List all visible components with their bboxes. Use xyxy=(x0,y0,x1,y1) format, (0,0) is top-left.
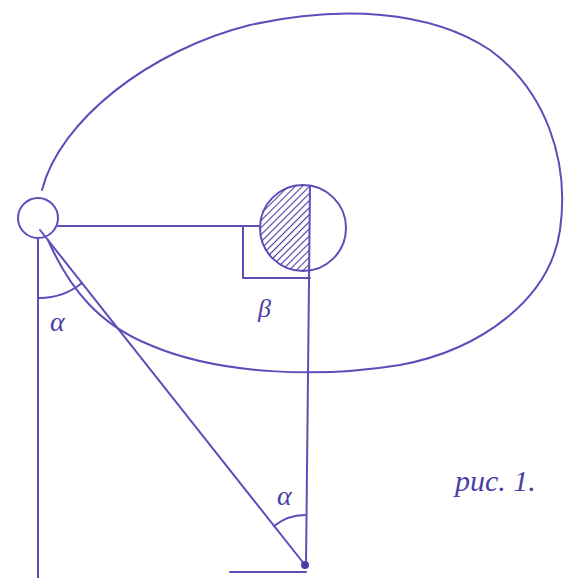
orbit-curve xyxy=(42,14,562,373)
ground-line xyxy=(230,571,306,573)
figure-caption: рис. 1. xyxy=(455,466,536,496)
diagonal-line xyxy=(40,230,305,565)
pivot-dot xyxy=(301,561,309,569)
shaded-half xyxy=(260,185,310,271)
vertical-line xyxy=(306,186,310,565)
angle-arc xyxy=(274,515,305,526)
horizontal-rod xyxy=(58,225,260,227)
small-ball xyxy=(18,198,58,238)
angle-arc xyxy=(38,283,82,298)
right-angle-mark xyxy=(243,226,310,278)
angle-label: α xyxy=(277,482,292,510)
angle-label: β xyxy=(258,296,271,322)
vertical-line xyxy=(37,238,39,578)
angle-label: α xyxy=(50,308,65,336)
large-ball xyxy=(260,185,346,271)
